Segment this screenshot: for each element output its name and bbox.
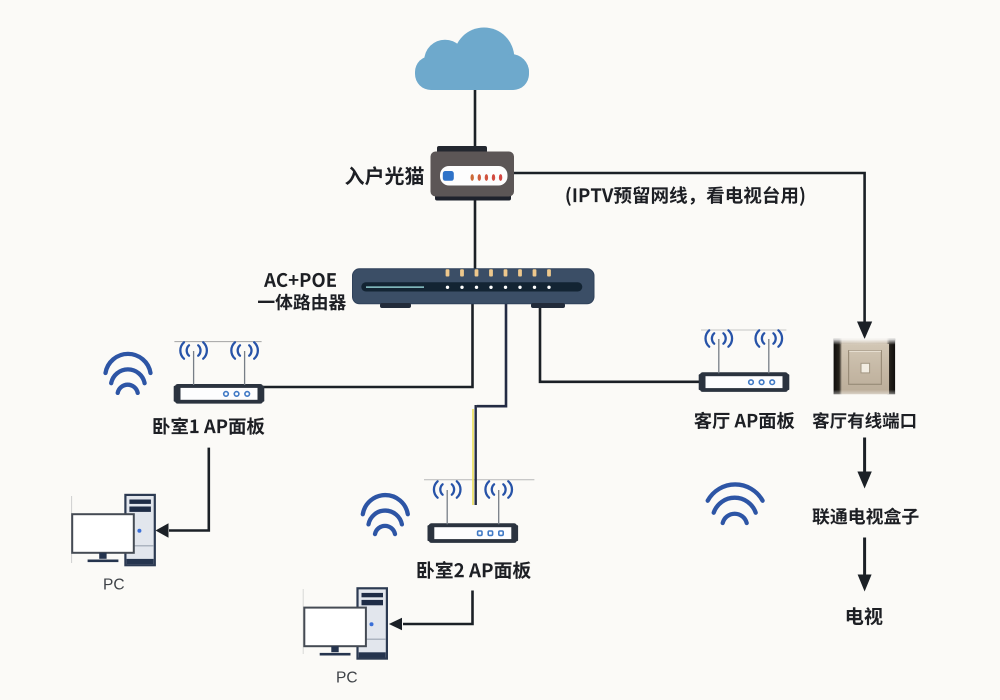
svg-text:PC: PC [103,577,125,594]
svg-text:PC: PC [336,670,358,687]
